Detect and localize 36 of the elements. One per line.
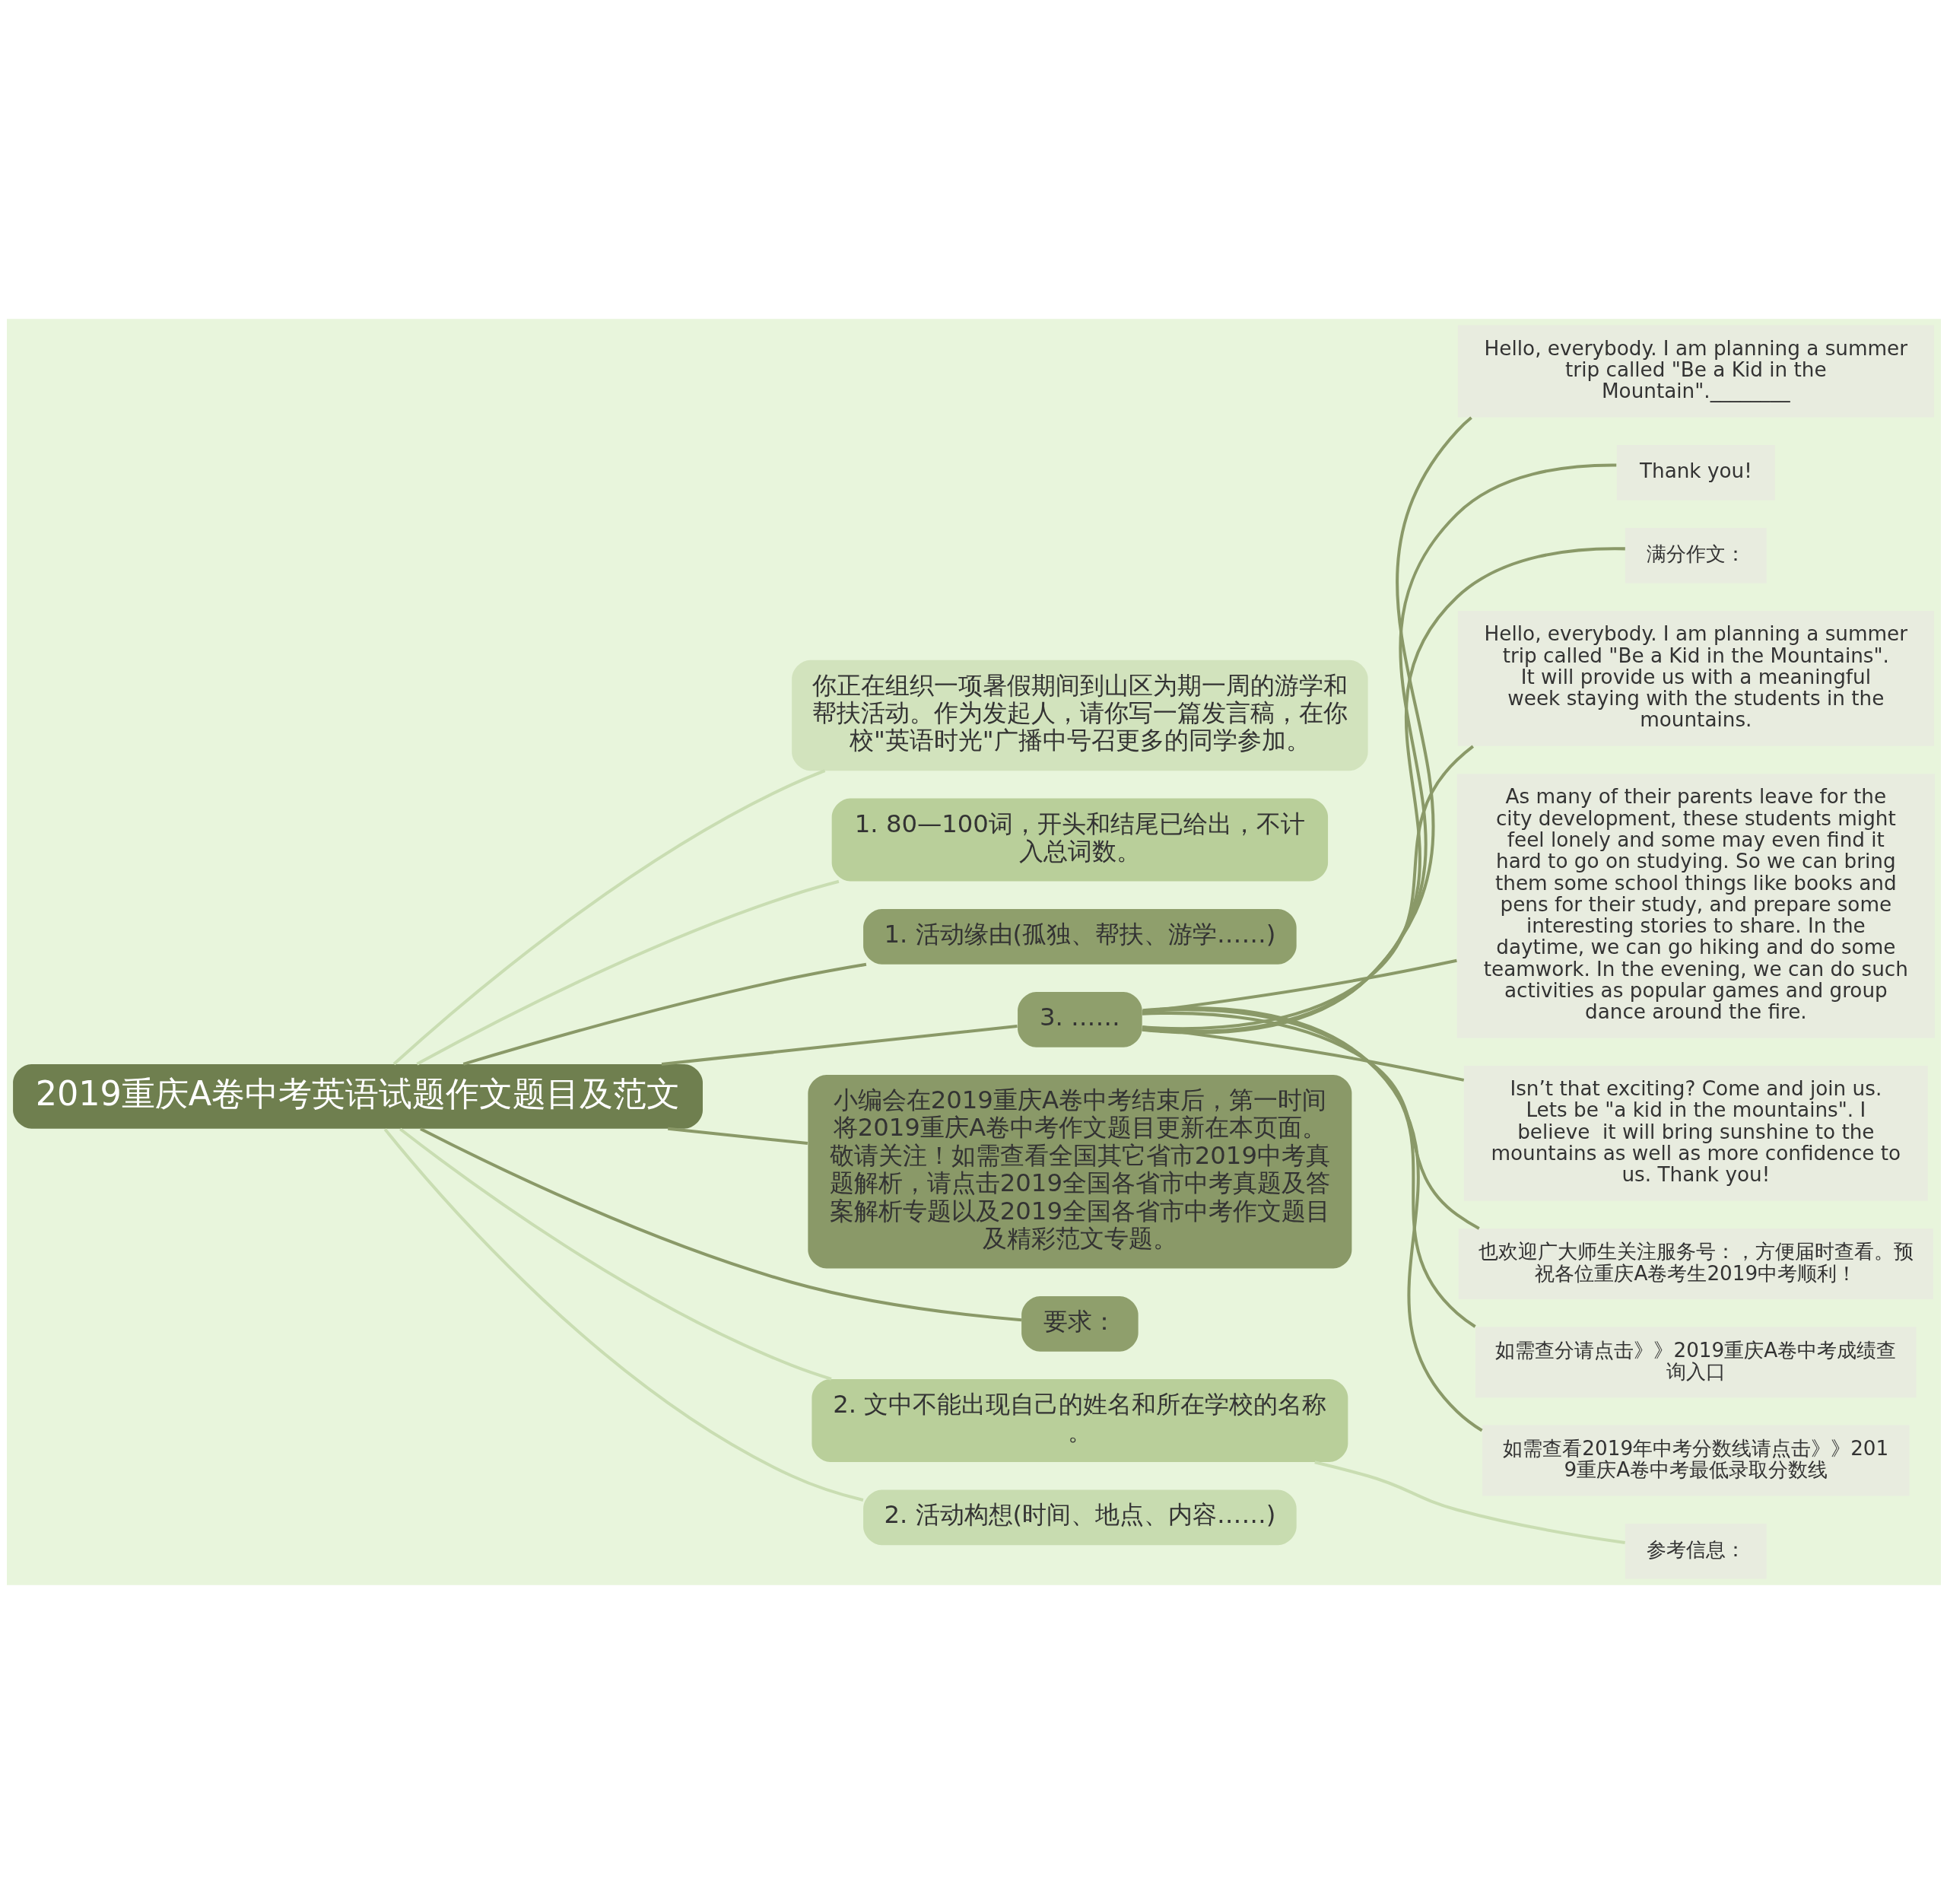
connector [1142, 547, 1625, 1033]
connector [1142, 1008, 1476, 1328]
node-box: 1. 80—100词，开头和结尾已给出，不计入总词数。 [831, 798, 1328, 882]
connector [399, 1127, 832, 1381]
connector [415, 879, 839, 1066]
node-box: 2. 活动构想(时间、地点、内容……) [862, 1489, 1297, 1546]
node-box: 如需查看2019年中考分数线请点击》》2019重庆A卷中考最低录取分数线 [1482, 1425, 1910, 1496]
connector [419, 1127, 1021, 1322]
connector [1313, 1461, 1625, 1544]
connector [1142, 463, 1616, 1034]
node-box: Thank you! [1616, 444, 1775, 501]
connector [1142, 1006, 1483, 1432]
node-box: As many of their parents leave for the city development, these students might feel lonely and some may even find it hard to go on studying. So we can bring them some school things like books and pens for their study, and prepare some interesting stories to share. In the daytime, we can go hiking and do some teamwork. In the evening, we can do such activities as popular games and group dance around the fire. [1456, 774, 1935, 1038]
node-box: 1. 活动缘由(孤独、帮扶、游学……) [862, 908, 1297, 965]
connector [1142, 1025, 1464, 1082]
node-box: 2019重庆A卷中考英语试题作文题目及范文 [12, 1063, 703, 1129]
node-box: 3. …… [1017, 992, 1142, 1047]
node-box: 2. 文中不能出现自己的姓名和所在学校的名称。 [811, 1379, 1348, 1463]
connector [1142, 1011, 1480, 1230]
connector [667, 1127, 808, 1146]
node-box: 要求： [1021, 1295, 1139, 1352]
node-box: 满分作文： [1625, 528, 1767, 583]
connector [392, 769, 825, 1066]
connector [383, 1128, 863, 1502]
node-box: 如需查分请点击》》2019重庆A卷中考成绩查询入口 [1475, 1327, 1917, 1398]
node-box: 参考信息： [1625, 1523, 1767, 1579]
node-box: 小编会在2019重庆A卷中考结束后，第一时间将2019重庆A卷中考作文题目更新在本页面。敬请关注！如需查看全国其它省市2019中考真题解析，请点击2019全国各省市中考真题及答案解析专题以及2019全国各省市中考作文题目及精彩范文专题。 [807, 1075, 1351, 1269]
node-box: 你正在组织一项暑假期间到山区为期一周的游学和帮扶活动。作为发起人，请你写一篇发言稿，在你校"英语时光"广播中号召更多的同学参加。 [791, 660, 1368, 771]
connector [1142, 745, 1474, 1031]
connector [462, 962, 866, 1066]
node-box: Hello, everybody. I am planning a summer trip called "Be a Kid in the Mountains". It will provide us with a meaningful week staying with the students in the mountains. [1457, 611, 1934, 746]
connector [1142, 416, 1472, 1035]
node-box: Isn’t that exciting? Come and join us. Lets be "a kid in the mountains". I believe it will bring sunshine to the mountains as well as more confidence to us. Thank you! [1463, 1065, 1928, 1201]
node-box: 也欢迎广大师生关注服务号：，方便届时查看。预祝各位重庆A卷考生2019中考顺利！ [1458, 1229, 1933, 1299]
node-box: Hello, everybody. I am planning a summer trip called "Be a Kid in the Mountain".________ [1457, 325, 1934, 418]
connector [661, 1024, 1018, 1066]
